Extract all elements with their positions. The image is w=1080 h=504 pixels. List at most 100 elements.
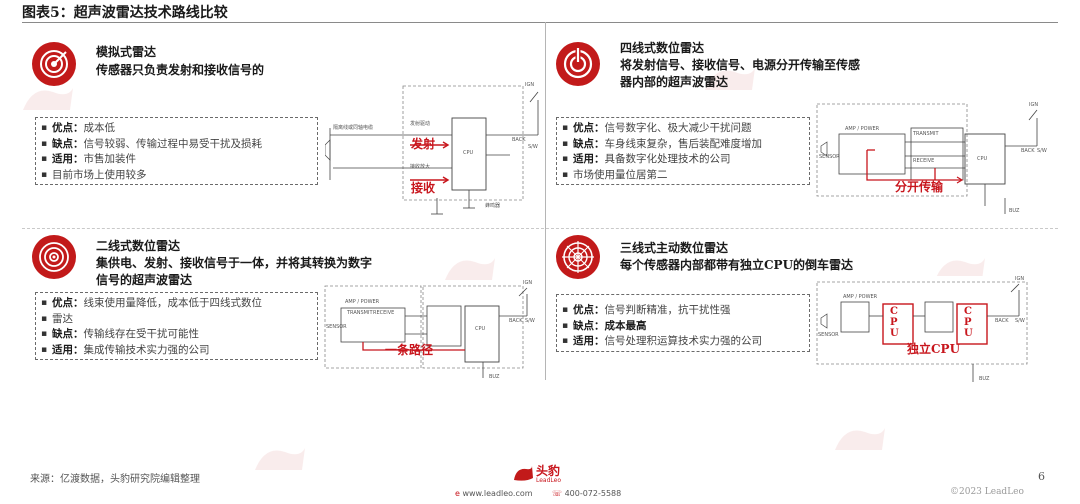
diagram-label: AMP / POWER — [345, 299, 380, 305]
diagram-label: CPU — [977, 156, 988, 162]
bullet-value: 成本低 — [83, 122, 116, 134]
logo-subtext: LeadLeo — [536, 477, 562, 484]
diagram-label: BACK — [512, 137, 526, 143]
q1-bullet: 目前市场上使用较多 — [40, 168, 317, 184]
bullet-key: 优点： — [52, 122, 84, 134]
single-path-label: 一条路径 — [385, 343, 434, 357]
q3-circuit-diagram: AMP / POWER TRANSMIT RECEIVE SENSOR CPU … — [323, 280, 541, 385]
diagram-label: S/W — [1037, 148, 1047, 154]
bullet-key: 优点： — [573, 304, 605, 316]
website-text: www.leadleo.com — [462, 489, 533, 498]
q1-subtitle: 传感器只负责发射和接收信号的 — [96, 63, 265, 77]
diagram-label: BACK — [1021, 148, 1035, 154]
diagram-label: TRANSMIT — [913, 131, 939, 137]
q2-bullet: 优点：信号数字化、极大减少干扰问题 — [561, 121, 809, 137]
watermark-logo-icon — [23, 88, 73, 110]
source-note: 来源：亿渡数据，头豹研究院编辑整理 — [30, 474, 200, 485]
diagram-label: BUZ — [489, 374, 500, 380]
diagram-label: 发射驱动 — [410, 121, 431, 127]
q3-bullet: 缺点：传输线存在受干扰可能性 — [40, 327, 317, 343]
diagram-label: S/W — [1015, 318, 1025, 324]
q3-bullet: 适用：集成传输技术实力强的公司 — [40, 343, 317, 359]
diagram-label: S/W — [525, 318, 535, 324]
bullet-value: 具备数字化处理技术的公司 — [604, 153, 731, 165]
q2-circuit-diagram: AMP / POWER TRANSMIT RECEIVE SENSOR CPU … — [815, 98, 1050, 220]
phone-contact: ☏ 400-072-5588 — [552, 489, 621, 498]
cpu-letter: P — [890, 317, 898, 328]
watermark-logo-icon — [255, 448, 305, 470]
diagram-label: TRANSMIT — [347, 310, 373, 316]
diagram-label: BACK — [995, 318, 1009, 324]
radar-scope-icon — [556, 235, 600, 279]
radar-target-icon — [32, 42, 76, 86]
diagram-label: AMP / POWER — [845, 126, 880, 132]
q3-title: 二线式数位雷达 — [96, 239, 181, 253]
diagram-label: CPU — [475, 326, 486, 332]
logo-text: 头豹 — [536, 464, 561, 478]
diagram-label: IGN — [525, 82, 535, 88]
cpu-letter: C — [964, 306, 972, 317]
bullet-value: 成本最高 — [604, 319, 647, 332]
diagram-label: BUZ — [1009, 208, 1020, 214]
bullet-key: 缺点： — [573, 319, 605, 332]
diagram-label: CPU — [463, 150, 474, 156]
phone-icon: ☏ — [552, 489, 563, 498]
diagram-label: IGN — [523, 280, 533, 286]
bullet-value: 市售加装件 — [83, 153, 137, 165]
power-signal-icon — [556, 42, 600, 86]
diagram-label: BACK — [509, 318, 523, 324]
q3-subtitle-line: 信号的超声波雷达 — [96, 273, 193, 287]
q2-subtitle-line: 器内部的超声波雷达 — [620, 75, 729, 89]
diagram-label: 隔离线或同轴电缆 — [333, 125, 374, 131]
diagram-label: 蜂鸣器 — [485, 203, 501, 209]
bullet-value: 线束使用量降低，成本低于四线式数位 — [83, 297, 263, 309]
diagram-label: RECEIVE — [913, 158, 935, 164]
q4-bullet-box: 优点：信号判断精准，抗干扰性强 缺点：成本最高 适用：信号处理积运算技术实力强的… — [556, 294, 810, 352]
diagram-label: SENSOR — [818, 332, 839, 338]
bullet-key: 优点： — [52, 297, 84, 309]
q2-bullet: 市场使用量位居第二 — [561, 168, 809, 184]
q3-bullet-box: 优点：线束使用量降低，成本低于四线式数位 雷达 缺点：传输线存在受干扰可能性 适… — [35, 292, 318, 360]
vertical-divider — [545, 22, 546, 380]
diagram-label: BUZ — [979, 376, 990, 382]
web-icon: e — [455, 489, 460, 498]
bullet-key: 缺点： — [573, 137, 605, 150]
q2-subtitle-line: 将发射信号、接收信号、电源分开传输至传感 — [620, 58, 861, 72]
bullet-value: 集成传输技术实力强的公司 — [83, 343, 210, 356]
header-rule — [22, 22, 1058, 23]
bullet-key: 适用： — [573, 335, 605, 347]
bullet-key: 优点： — [573, 122, 605, 134]
q4-bullet: 优点：信号判断精准，抗干扰性强 — [561, 303, 809, 319]
bullet-key: 适用： — [52, 153, 84, 165]
transmit-label: 发射 — [411, 137, 436, 151]
diagram-label: 接收放大 — [410, 164, 431, 170]
diagram-label: SENSOR — [819, 154, 840, 160]
bullet-value: 车身线束复杂，售后装配难度增加 — [604, 137, 763, 150]
cpu-letter: C — [890, 306, 898, 317]
radar-target-icon — [32, 235, 76, 279]
diagram-label: IGN — [1015, 276, 1025, 282]
bullet-key: 缺点： — [52, 328, 84, 340]
cpu-letter: U — [890, 328, 899, 339]
cpu-letter: U — [964, 328, 973, 339]
page-title: 图表5：超声波雷达技术路线比较 — [22, 5, 228, 21]
bullet-value: 目前市场上使用较多 — [52, 168, 147, 181]
q2-title: 四线式数位雷达 — [620, 41, 705, 55]
receive-label: 接收 — [411, 181, 436, 195]
q4-bullet: 缺点：成本最高 — [561, 319, 809, 335]
q4-bullet: 适用：信号处理积运算技术实力强的公司 — [561, 334, 809, 350]
diagram-label: IGN — [1029, 102, 1039, 108]
q1-bullet-box: 优点：成本低 缺点：信号较弱、传输过程中易受干扰及损耗 适用：市售加装件 目前市… — [35, 117, 318, 185]
watermark-logo-icon — [835, 428, 885, 450]
independent-cpu-label: 独立CPU — [907, 342, 961, 356]
bullet-value: 信号处理积运算技术实力强的公司 — [604, 335, 763, 347]
q1-bullet: 适用：市售加装件 — [40, 152, 317, 168]
q3-subtitle-line: 集供电、发射、接收信号于一体，并将其转换为数字 — [96, 256, 373, 270]
q1-bullet: 优点：成本低 — [40, 121, 317, 137]
bullet-value: 信号判断精准，抗干扰性强 — [604, 304, 731, 316]
q2-bullet: 适用：具备数字化处理技术的公司 — [561, 152, 809, 168]
bullet-key: 适用： — [573, 153, 605, 165]
q1-title: 模拟式雷达 — [96, 45, 157, 59]
website-link[interactable]: e www.leadleo.com — [455, 489, 533, 498]
diagram-label: S/W — [528, 144, 538, 150]
